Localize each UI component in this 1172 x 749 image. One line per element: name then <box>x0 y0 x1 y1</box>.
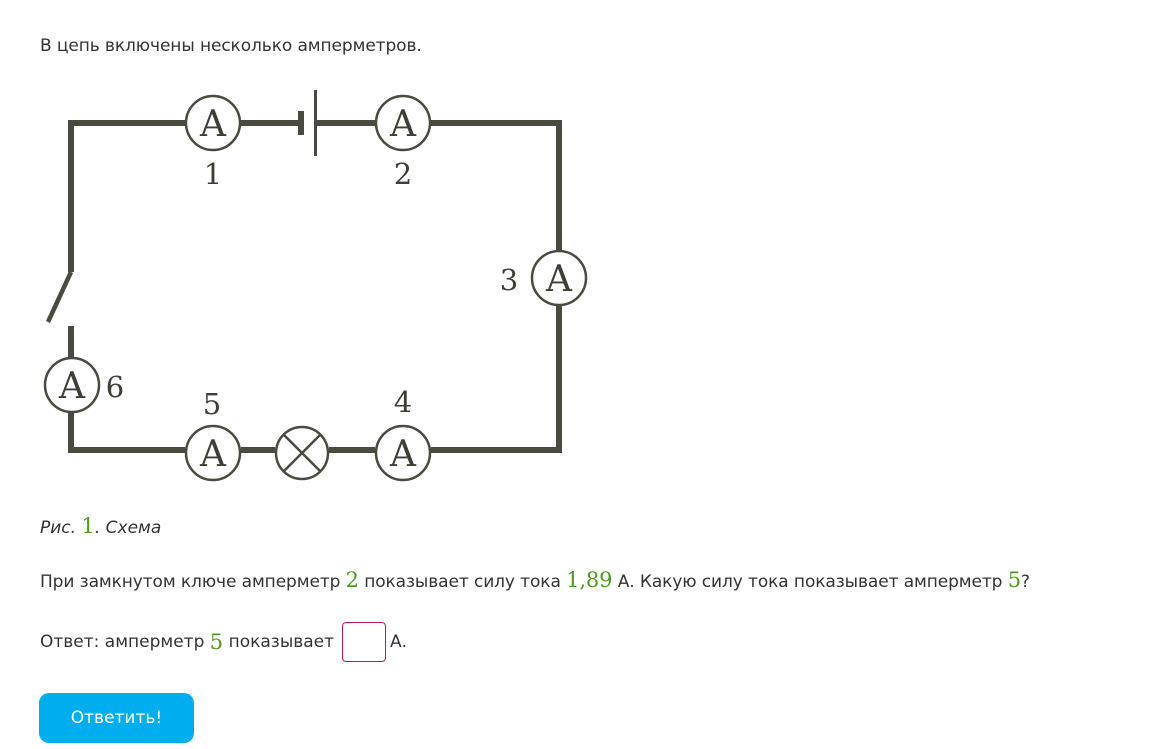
ammeter-4 <box>374 424 432 482</box>
ammeter-5-symbol: A <box>199 434 227 475</box>
ammeter-6-label: 6 <box>106 370 124 404</box>
answer-ammeter-number: 5 <box>209 630 224 654</box>
ammeter-1 <box>184 94 242 152</box>
switch-blade <box>45 271 74 323</box>
answer-middle: показывает <box>223 632 335 652</box>
ammeter-6 <box>43 356 101 414</box>
question-ammeter-b: 5 <box>1007 568 1021 592</box>
question-part-3: А. Какую силу тока показывает амперметр <box>612 572 1008 592</box>
answer-unit: А. <box>390 632 408 652</box>
question-part-2: показывает силу тока <box>358 572 567 592</box>
question-ammeter-a: 2 <box>345 568 359 592</box>
battery-negative-plate <box>298 111 304 135</box>
ammeter-1-label: 1 <box>204 157 222 191</box>
ammeter-5-label: 5 <box>203 387 221 421</box>
answer-prefix: Ответ: амперметр <box>40 632 210 652</box>
question-part-1: При замкнутом ключе амперметр <box>40 572 346 592</box>
circuit-diagram: A 1 A 2 A 3 A 4 A 5 A 6 <box>43 90 588 482</box>
lamp-icon <box>274 425 330 481</box>
battery-positive-plate <box>314 90 317 156</box>
submit-answer-button[interactable]: Ответить! <box>39 693 194 743</box>
question-text: При замкнутом ключе амперметр 2 показыва… <box>40 566 1030 596</box>
ammeter-1-symbol: A <box>199 104 227 145</box>
ammeter-3-symbol: A <box>545 259 573 300</box>
ammeter-2-label: 2 <box>394 157 412 191</box>
ammeter-2 <box>374 94 432 152</box>
question-part-4: ? <box>1020 572 1030 592</box>
ammeter-4-label: 4 <box>394 385 412 419</box>
ammeter-5 <box>184 424 242 482</box>
ammeter-2-symbol: A <box>389 104 417 145</box>
answer-input[interactable] <box>342 622 387 662</box>
ammeter-3-label: 3 <box>500 263 518 297</box>
intro-text: В цепь включены несколько амперметров. <box>40 36 422 56</box>
caption-suffix: . Схема <box>94 518 162 538</box>
ammeter-3 <box>530 249 588 307</box>
ammeter-4-symbol: A <box>389 434 417 475</box>
answer-line: Ответ: амперметр 5 показывает А. <box>40 621 407 663</box>
figure-caption: Рис. 1. Схема <box>40 513 161 541</box>
question-current-value: 1,89 <box>566 568 613 592</box>
caption-number: 1 <box>81 514 95 538</box>
caption-prefix: Рис. <box>40 518 82 538</box>
ammeter-6-symbol: A <box>58 366 86 407</box>
